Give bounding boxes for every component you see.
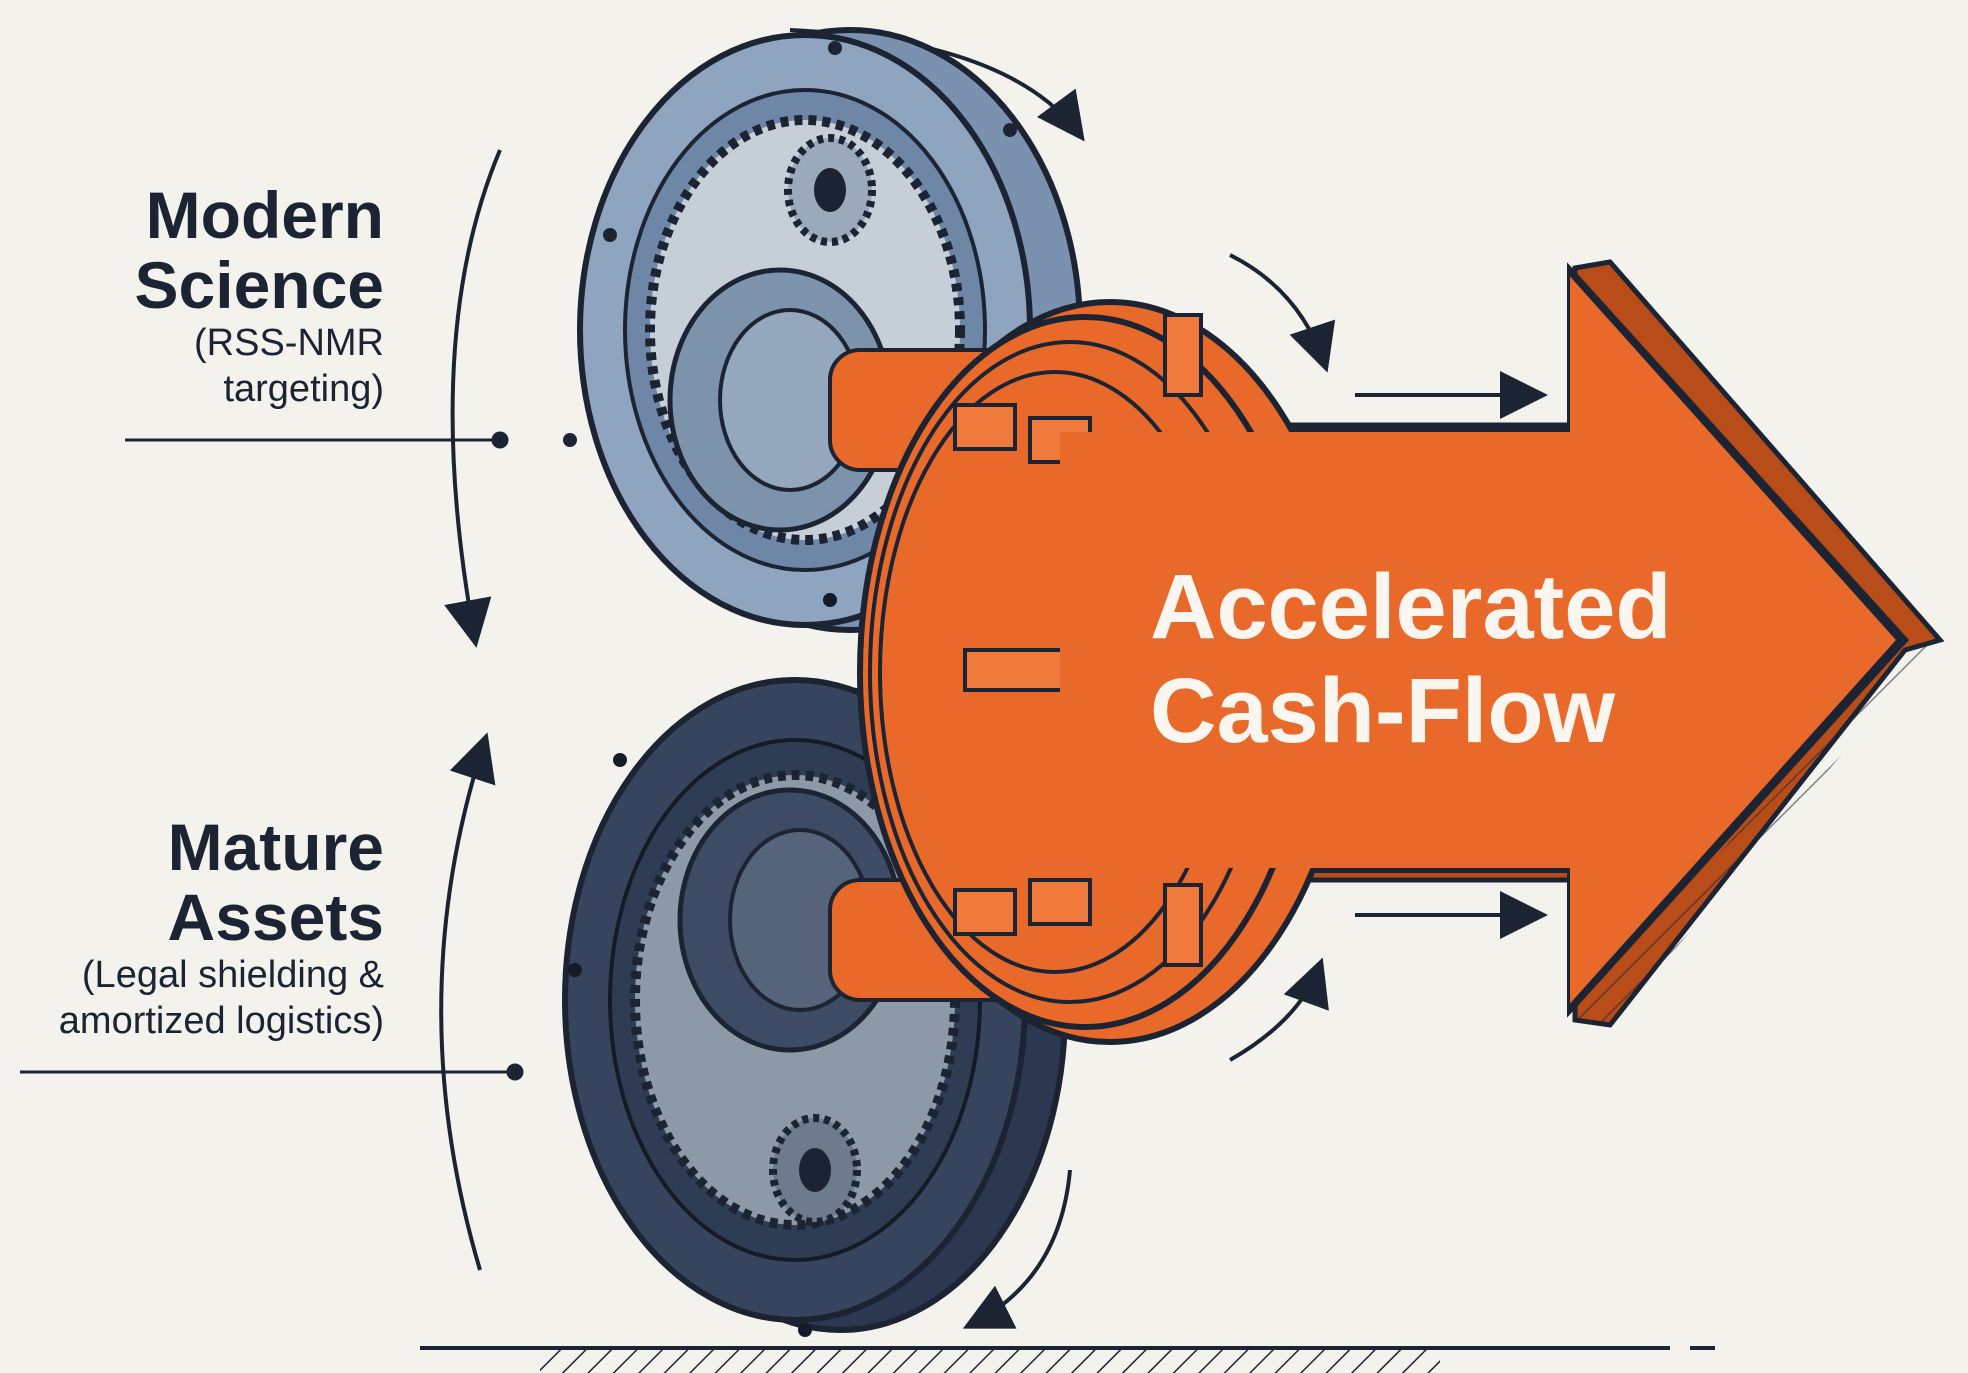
accelerated-cash-flow-label: Accelerated Cash-Flow (1150, 555, 1770, 763)
arrow-head-outline (1567, 269, 1905, 1011)
output-line1: Accelerated (1150, 556, 1672, 658)
science-title-line1: Modern (145, 178, 384, 252)
mature-assets-label: Mature Assets (Legal shielding & amortiz… (59, 812, 384, 1044)
science-sub-line1: (RSS-NMR (194, 322, 384, 364)
assets-sub-line2: amortized logistics) (58, 1000, 384, 1042)
arrow-body (1060, 272, 1900, 1008)
output-line2: Cash-Flow (1150, 660, 1616, 762)
science-sub-line2: targeting) (223, 368, 384, 410)
assets-title-line2: Assets (167, 880, 384, 954)
science-title-line2: Science (134, 248, 385, 322)
assets-sub-line1: (Legal shielding & (81, 954, 384, 996)
leader-lines (20, 431, 524, 1081)
assets-title-line1: Mature (167, 810, 384, 884)
modern-science-label: Modern Science (RSS-NMR targeting) (135, 180, 385, 412)
ground (420, 1346, 1715, 1373)
